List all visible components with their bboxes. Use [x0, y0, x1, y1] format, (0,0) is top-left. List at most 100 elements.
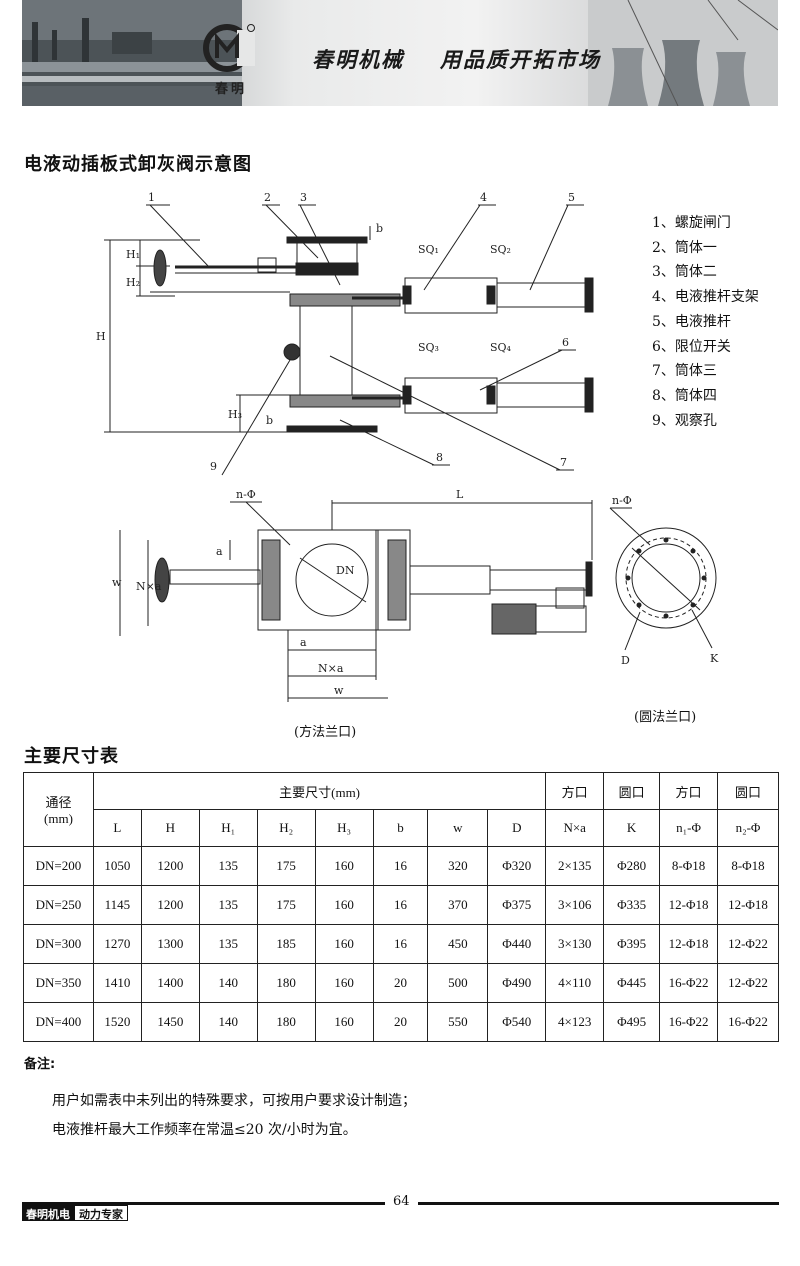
cell: DN=250: [23, 885, 94, 925]
dim-dn: DN: [336, 564, 355, 577]
col-header: n₂-Φ: [717, 809, 779, 847]
callout-3: 3: [300, 191, 307, 204]
cell: Φ280: [603, 846, 661, 886]
parts-legend: 1、螺旋闸门 2、筒体一 3、筒体二 4、电液推杆支架 5、电液推杆 6、限位开…: [652, 211, 759, 433]
col-header: N×a: [545, 809, 605, 847]
cooling-towers-image: [588, 0, 778, 106]
dim-b-top: b: [376, 222, 383, 235]
cell: 16: [372, 924, 429, 964]
header-nominal: 通径(mm): [23, 772, 94, 847]
col-header: H₂: [256, 809, 316, 847]
callout-4: 4: [480, 191, 487, 204]
cell: 4×123: [545, 1002, 605, 1042]
legend-item: 5、电液推杆: [652, 313, 731, 330]
callout-5: 5: [568, 191, 575, 204]
cell: 12-Φ18: [659, 924, 718, 964]
cell: 2×135: [545, 846, 605, 886]
cell: 12-Φ22: [717, 924, 779, 964]
cell: 1410: [92, 963, 142, 1003]
dim-a-bottom: a: [300, 636, 307, 649]
callout-2: 2: [264, 191, 271, 204]
cell: 3×130: [545, 924, 605, 964]
cell: 12-Φ18: [717, 885, 779, 925]
slogan-brand: 春明机械: [312, 48, 404, 72]
logo-text: 春明: [214, 82, 247, 97]
company-logo: [203, 24, 255, 72]
dim-n-phi-square: n-Φ: [236, 488, 256, 501]
cell: 160: [314, 885, 374, 925]
cell: 8-Φ18: [659, 846, 718, 886]
cell: 1270: [92, 924, 142, 964]
label-sq3: SQ₃: [418, 341, 439, 354]
callout-6: 6: [562, 336, 569, 349]
cell: Φ395: [603, 924, 661, 964]
dim-w-bottom: w: [334, 684, 344, 697]
valve-schematic: 1 2 3 4 5 6 7 8 9 SQ₁ SQ₂ SQ₃ SQ₄ H H₁ H…: [96, 191, 719, 702]
col-header: w: [427, 809, 489, 847]
cell: 180: [256, 1002, 316, 1042]
cell: 500: [427, 963, 489, 1003]
cell: 1300: [140, 924, 200, 964]
legend-item: 3、筒体二: [652, 264, 717, 281]
dim-H3: H₃: [228, 408, 242, 421]
header-main-dimensions: 主要尺寸(mm): [92, 772, 547, 810]
label-sq2: SQ₂: [490, 243, 511, 256]
cell: 8-Φ18: [717, 846, 779, 886]
cell: DN=200: [23, 846, 94, 886]
cell: 550: [427, 1002, 489, 1042]
caption-square-flange: (方法兰口): [294, 725, 357, 740]
footer-brand: 春明机电 动力专家: [22, 1205, 128, 1221]
label-sq4: SQ₄: [490, 341, 512, 354]
cell: 185: [256, 924, 316, 964]
dim-L: L: [456, 488, 464, 501]
col-header: H₁: [198, 809, 258, 847]
dim-K: K: [710, 652, 719, 665]
caption-round-flange: (圆法兰口): [634, 710, 697, 725]
notes-title: 备注:: [24, 1057, 56, 1072]
cell: 175: [256, 846, 316, 886]
cell: 135: [198, 846, 258, 886]
cell: 16-Φ22: [659, 963, 718, 1003]
dim-w-side: w: [112, 576, 122, 589]
legend-item: 1、螺旋闸门: [652, 215, 731, 231]
col-header: n₁-Φ: [659, 809, 718, 847]
cell: 175: [256, 885, 316, 925]
dim-H1: H₁: [126, 248, 140, 261]
cell: 160: [314, 924, 374, 964]
col-header: K: [603, 809, 661, 847]
cell: 160: [314, 1002, 374, 1042]
note-line: 用户如需表中未列出的特殊要求，可按用户要求设计制造；: [52, 1093, 416, 1109]
dim-a-side: a: [216, 545, 223, 558]
legend-item: 4、电液推杆支架: [652, 289, 759, 306]
slogan-motto: 用品质开拓市场: [440, 48, 601, 72]
cell: 1450: [140, 1002, 200, 1042]
legend-item: 8、筒体四: [652, 387, 717, 404]
callout-1: 1: [148, 191, 155, 204]
cell: 140: [198, 963, 258, 1003]
dim-D: D: [621, 654, 630, 667]
col-header: D: [487, 809, 547, 847]
header-square-2: 方口: [659, 772, 718, 810]
cell: 135: [198, 924, 258, 964]
cell: DN=350: [23, 963, 94, 1003]
legend-item: 9、观察孔: [652, 412, 717, 429]
dim-b-bottom: b: [266, 414, 273, 427]
dim-nxa-side: N×a: [136, 580, 162, 593]
cell: 1200: [140, 885, 200, 925]
cell: DN=400: [23, 1002, 94, 1042]
cell: 16: [372, 885, 429, 925]
cell: 320: [427, 846, 489, 886]
cell: 1520: [92, 1002, 142, 1042]
page-number: 64: [385, 1194, 418, 1209]
col-header: L: [92, 809, 142, 847]
header-round-2: 圆口: [717, 772, 779, 810]
dim-H2: H₂: [126, 276, 140, 289]
diagram-title: 电液动插板式卸灰阀示意图: [24, 154, 252, 175]
cell: DN=300: [23, 924, 94, 964]
cell: 135: [198, 885, 258, 925]
legend-item: 6、限位开关: [652, 338, 731, 355]
cell: 450: [427, 924, 489, 964]
footer-brand-name: 春明机电: [22, 1205, 74, 1221]
cell: 1400: [140, 963, 200, 1003]
cell: 140: [198, 1002, 258, 1042]
